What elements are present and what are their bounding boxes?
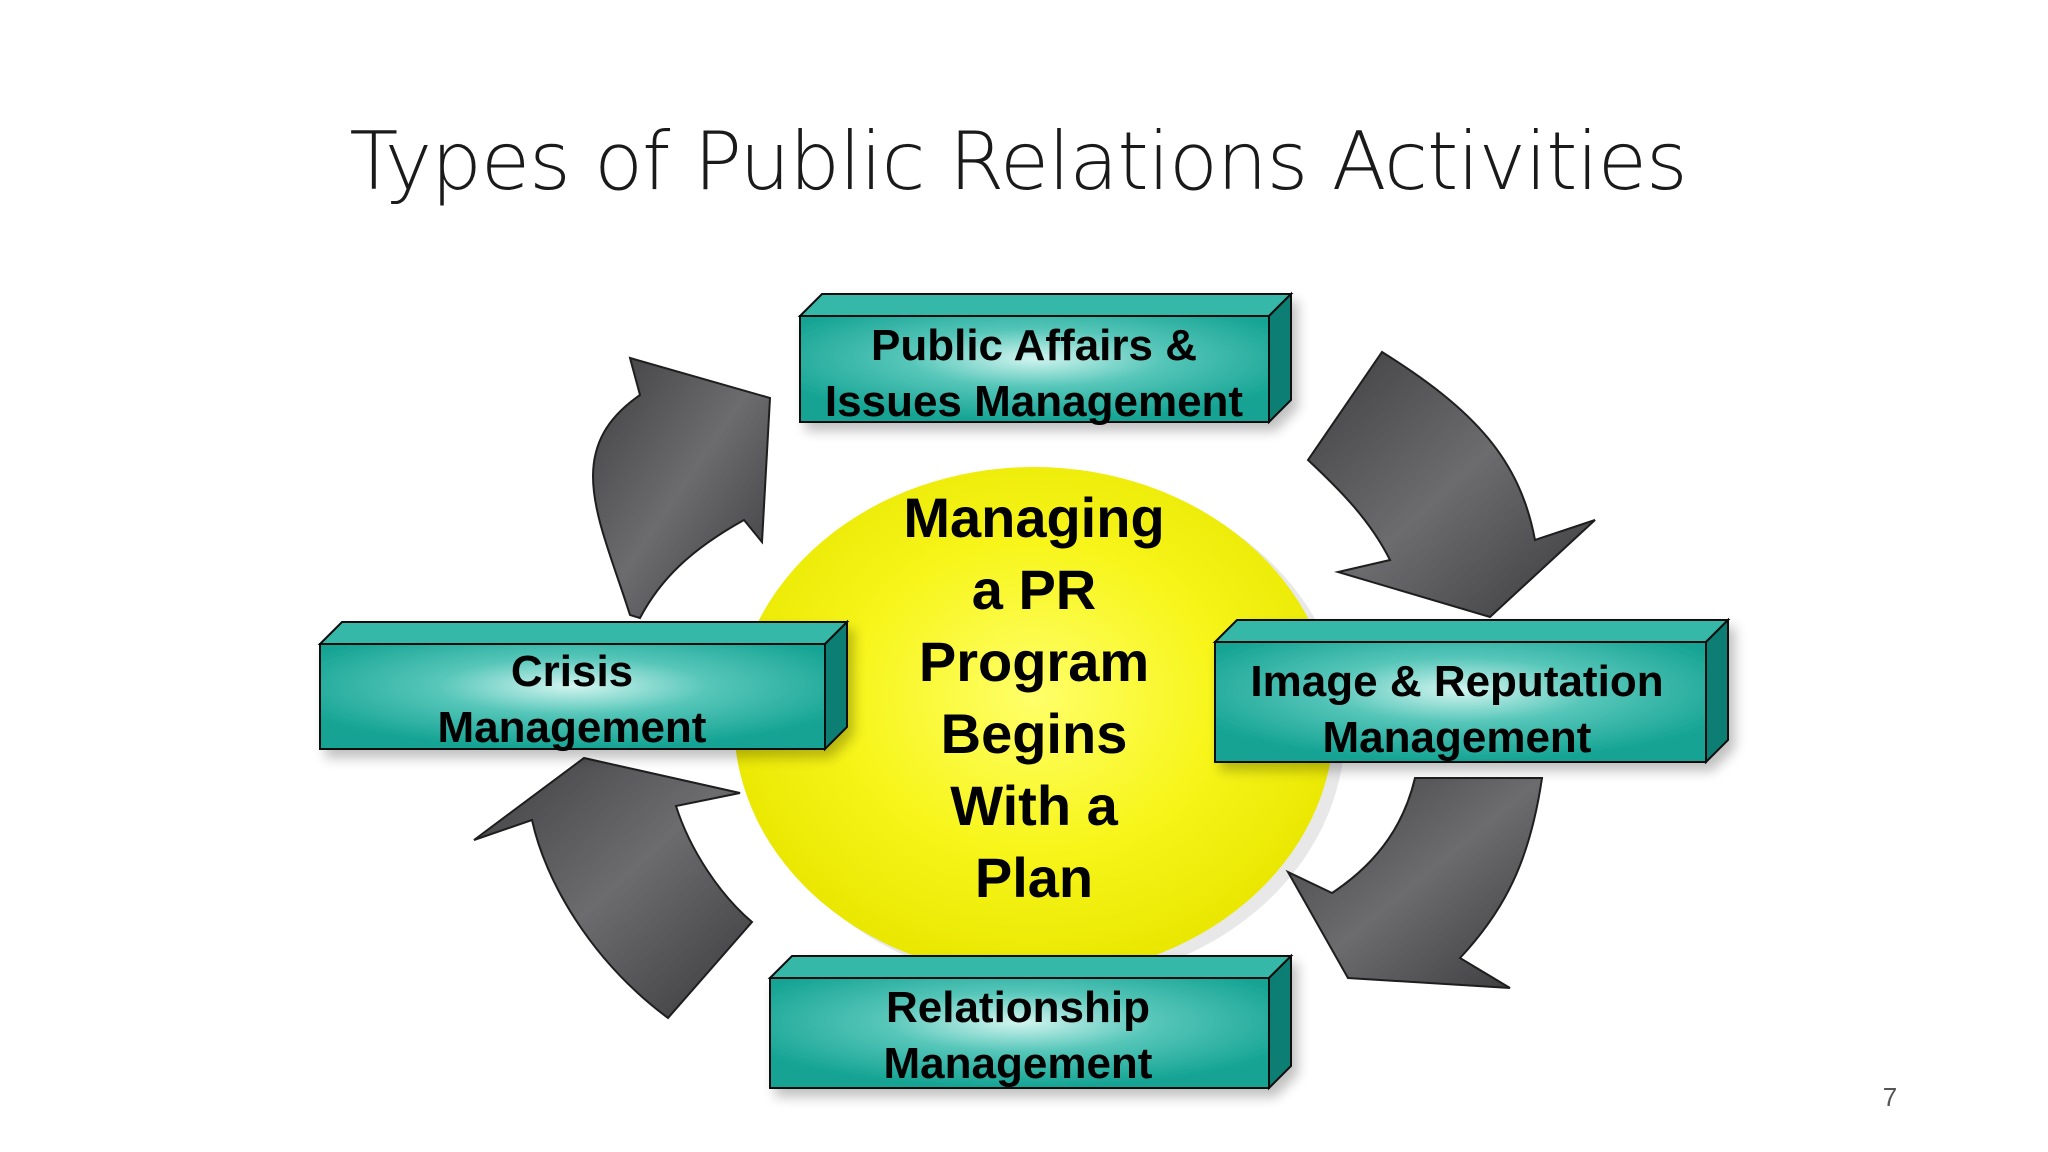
center-text-line-1: Managing (903, 486, 1164, 549)
box-crisis-line-2: Management (438, 703, 707, 752)
box-image-reputation (1212, 617, 1731, 765)
center-text-line-4: Begins (941, 702, 1128, 765)
cycle-arrow-bottom-left (473, 756, 754, 1020)
box-image-reputation-line-2: Management (1323, 713, 1592, 762)
slide-title: Types of Public Relations Activities (349, 115, 1687, 208)
center-text-line-5: With a (950, 774, 1118, 837)
center-text-line-2: a PR (972, 558, 1097, 621)
box-relationship-line-2: Management (884, 1039, 1153, 1088)
box-crisis (317, 619, 850, 752)
box-public-affairs (797, 291, 1294, 425)
box-public-affairs-line-2: Issues Management (825, 377, 1243, 426)
box-image-reputation-line-1: Image & Reputation (1250, 657, 1663, 706)
box-relationship (767, 953, 1294, 1091)
center-text-line-3: Program (919, 630, 1149, 693)
center-text-line-6: Plan (975, 846, 1093, 909)
box-relationship-line-1: Relationship (886, 983, 1150, 1032)
cycle-arrow-top-right (1306, 350, 1596, 619)
box-public-affairs-line-1: Public Affairs & (871, 321, 1197, 370)
cycle-arrow-top-left (592, 356, 772, 620)
box-crisis-line-1: Crisis (511, 647, 633, 696)
page-number: 7 (1882, 1082, 1898, 1112)
center-circle (734, 467, 1345, 985)
cycle-arrow-bottom-right (1285, 777, 1544, 989)
